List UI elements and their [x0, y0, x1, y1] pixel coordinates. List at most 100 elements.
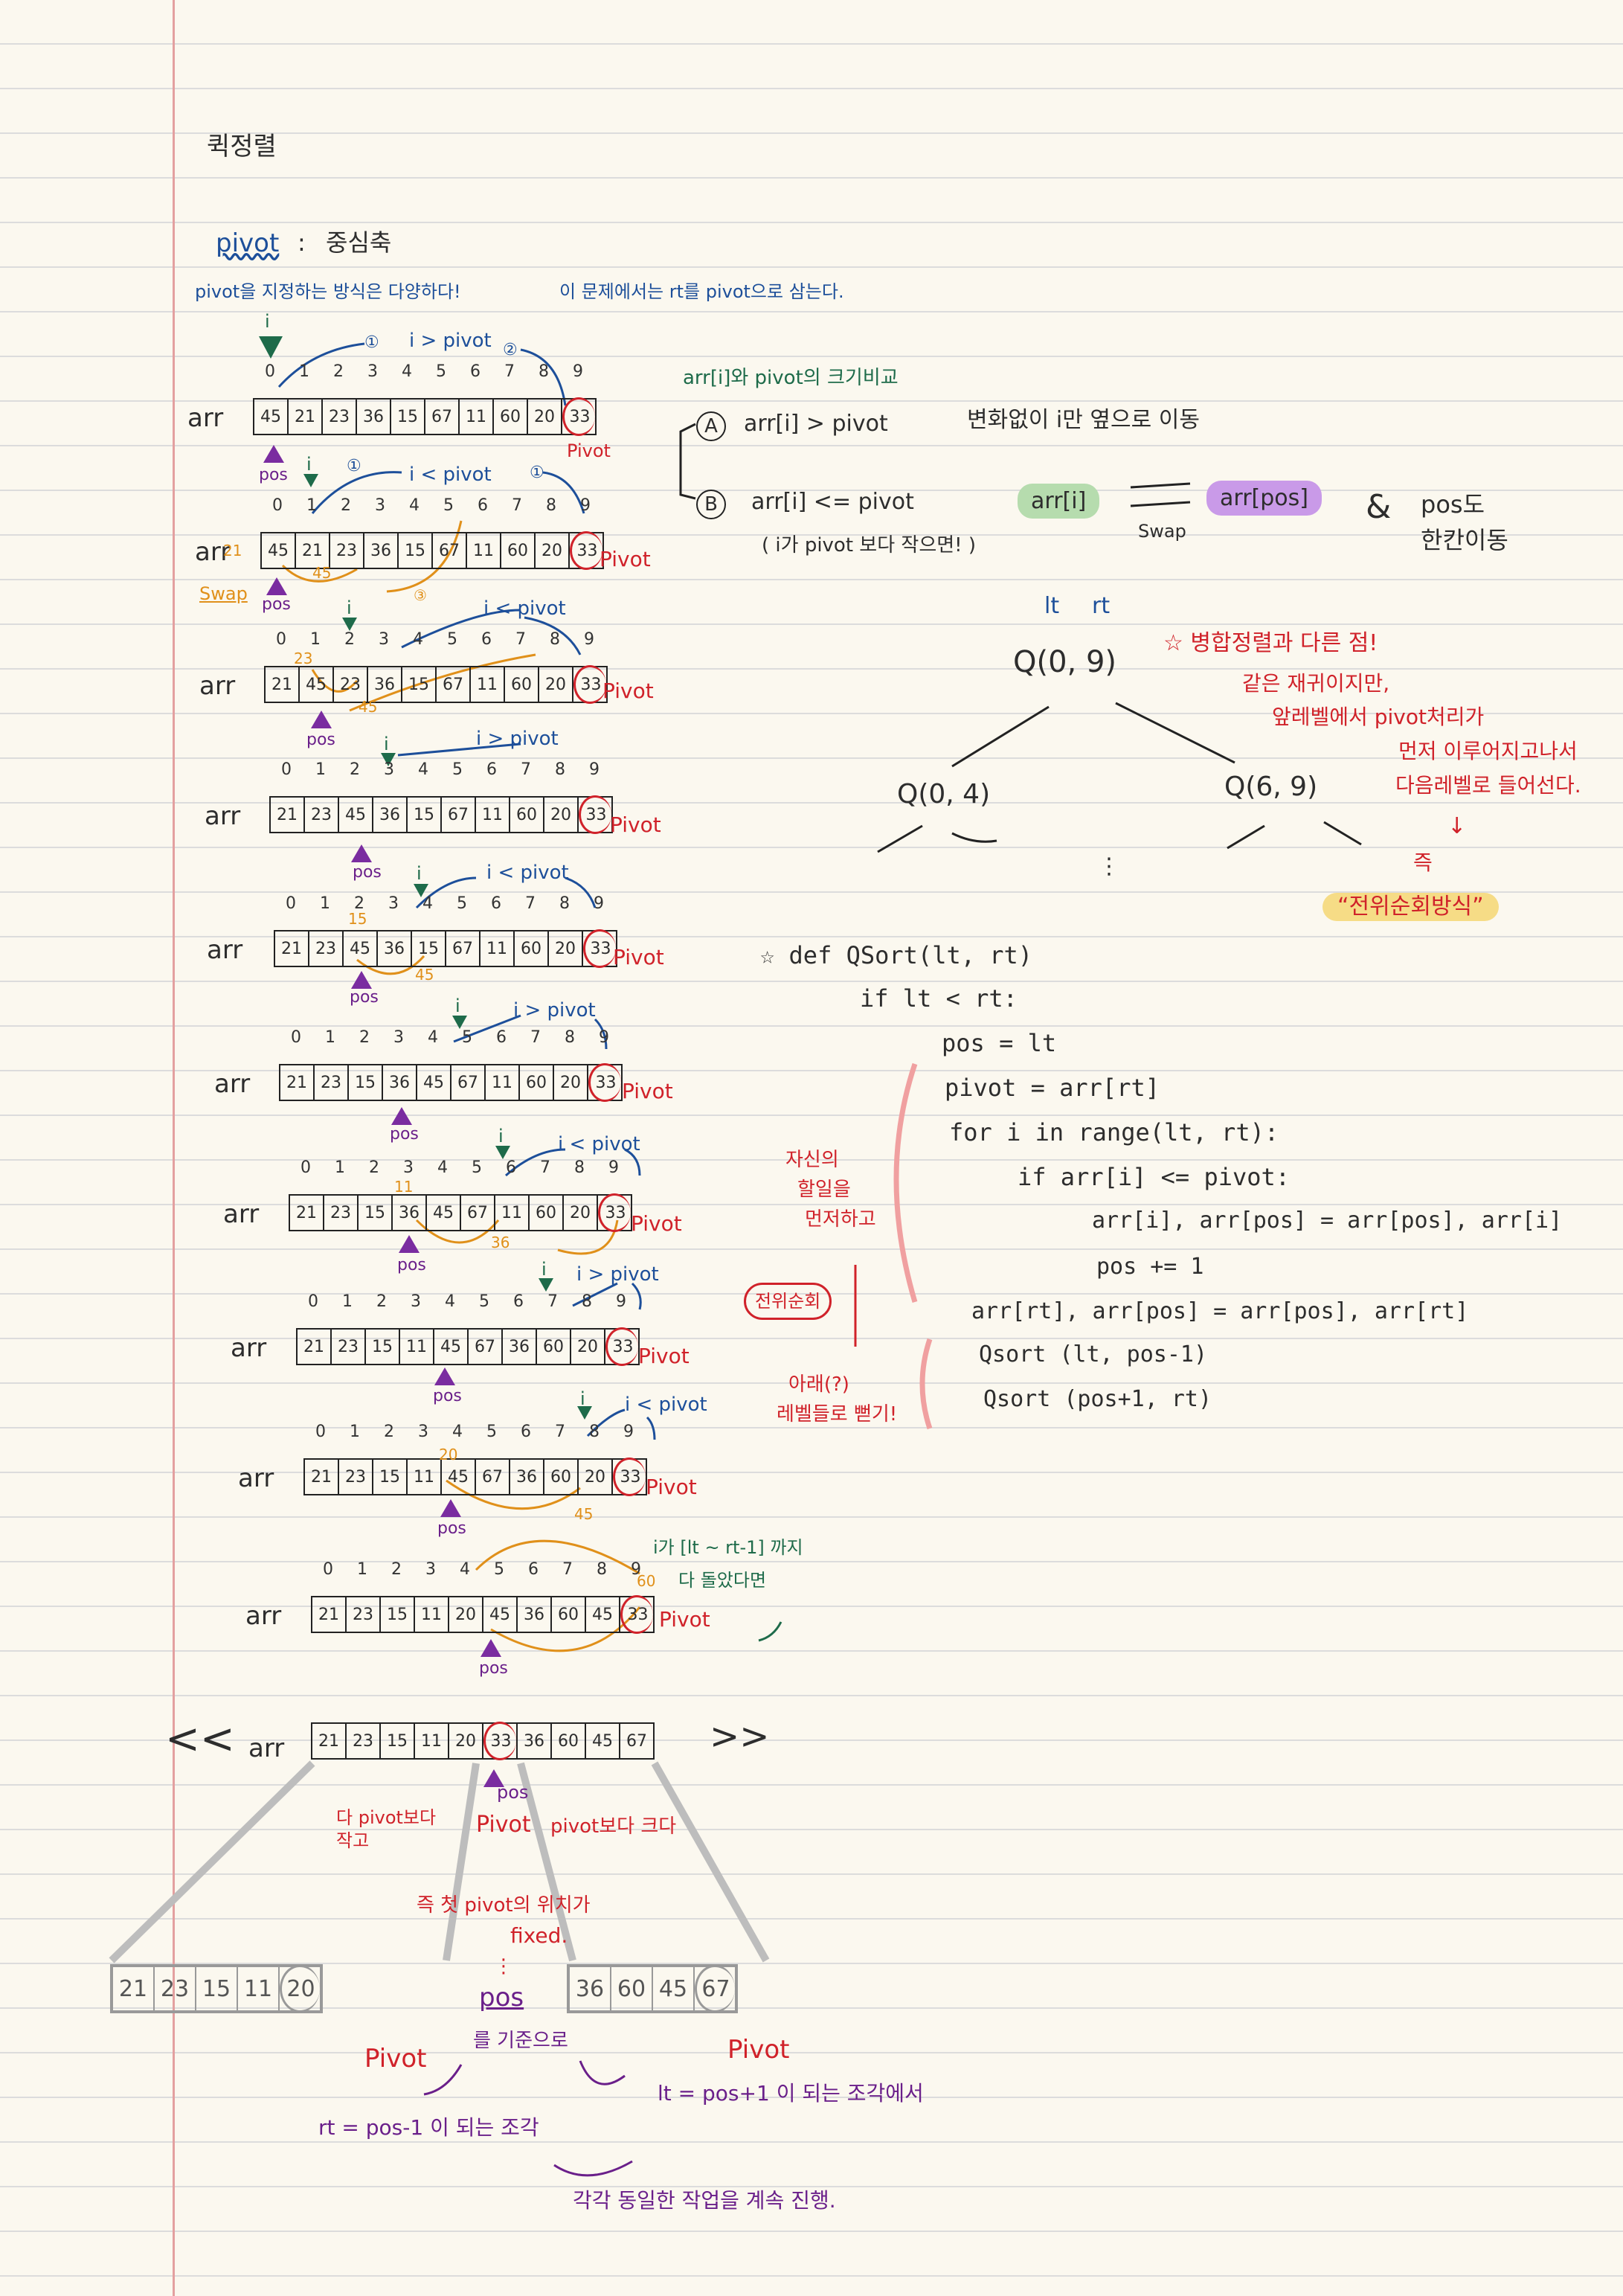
- smaller-note: 다 pivot보다 작고: [336, 1807, 437, 1852]
- step-3-marker: ③: [414, 586, 427, 604]
- final-note: 각각 동일한 작업을 계속 진행.: [573, 2188, 836, 2213]
- code-line: if lt < rt:: [860, 984, 1018, 1013]
- index-label: 8: [559, 894, 570, 913]
- code-line: if arr[i] <= pivot:: [1018, 1163, 1291, 1191]
- array-cell: 67: [425, 400, 460, 434]
- array-cell: 60: [611, 1967, 653, 2010]
- swap-number: 21: [223, 542, 242, 559]
- array-cell: 60: [537, 1330, 571, 1364]
- array-cell: 60: [520, 1065, 554, 1100]
- right-note: lt = pos+1 이 되는 조각에서: [658, 2081, 924, 2106]
- array-cell: 11: [400, 1330, 434, 1364]
- arr-label: arr: [238, 1463, 274, 1493]
- pivot-label: Pivot: [610, 812, 661, 837]
- index-label: 2: [354, 894, 364, 913]
- index-label: 2: [350, 760, 360, 779]
- array-cell: 67: [476, 1460, 510, 1494]
- side-note-3: 먼저하고: [805, 1208, 876, 1231]
- step-1-marker: ①: [347, 457, 361, 475]
- arr-label: arr: [214, 1069, 251, 1099]
- pivot-label: Pivot: [631, 1211, 682, 1236]
- array-cell: 20: [554, 1065, 588, 1100]
- index-label: 2: [391, 1560, 402, 1579]
- array-cell: 45: [262, 533, 296, 568]
- array-cell: 33: [579, 795, 611, 834]
- tree-note-5: 즉: [1413, 850, 1433, 875]
- pivot-meaning: 중심축: [326, 228, 392, 257]
- code-line: ☆ def QSort(lt, rt): [760, 941, 1033, 969]
- index-label: 9: [594, 894, 604, 913]
- index-label: 5: [472, 1158, 482, 1177]
- index-label: 7: [525, 894, 536, 913]
- array-cell: 23: [305, 798, 339, 832]
- arr-label: arr: [245, 1601, 282, 1631]
- index-label: 5: [457, 894, 467, 913]
- index-label: 3: [375, 496, 385, 515]
- array-cell: 21: [312, 1724, 347, 1758]
- page-title: 퀵정렬: [207, 132, 277, 161]
- index-label: 6: [481, 630, 492, 649]
- array-cell: 21: [266, 667, 300, 702]
- side-note-5: 레벨들로 뻗기!: [777, 1403, 898, 1426]
- i-pointer-icon: [259, 336, 283, 359]
- array-cell: 15: [349, 1065, 383, 1100]
- array-cell: 15: [408, 798, 442, 832]
- code-line: pos += 1: [1096, 1254, 1204, 1280]
- tree-arrow: ↓: [1447, 813, 1467, 839]
- array-cell: 21: [280, 1065, 315, 1100]
- index-label: 1: [335, 1158, 345, 1177]
- array-cell: 20: [539, 667, 573, 702]
- index-label: 8: [565, 1028, 575, 1047]
- index-label: 2: [384, 1423, 394, 1441]
- pos-pointer-icon: [483, 1769, 504, 1787]
- array-cell: 15: [402, 667, 437, 702]
- index-label: 1: [357, 1560, 367, 1579]
- array-cell: 11: [415, 1597, 449, 1632]
- swap-number: 36: [491, 1234, 510, 1251]
- index-label: 8: [550, 630, 560, 649]
- intro-line-1: pivot을 지정하는 방식은 다양하다!: [195, 281, 461, 302]
- arr-label: arr: [187, 403, 224, 433]
- tree-note-star: ☆ 병합정렬과 다른 점!: [1163, 630, 1378, 656]
- i-label: i: [306, 454, 312, 475]
- index-label: 0: [323, 1560, 333, 1579]
- index-label: 0: [286, 894, 296, 913]
- index-label: 6: [478, 496, 488, 515]
- index-label: 1: [350, 1423, 360, 1441]
- index-label: 0: [315, 1423, 326, 1441]
- index-label: 7: [521, 760, 531, 779]
- basis-note: 를 기준으로: [473, 2030, 568, 2052]
- index-label: 9: [584, 630, 594, 649]
- pivot-label: Pivot: [659, 1607, 710, 1632]
- array-cell: 60: [494, 400, 528, 434]
- lt-label: lt: [1044, 593, 1060, 619]
- i-label: i: [580, 1388, 585, 1409]
- pos-label: pos: [479, 1983, 524, 2013]
- swap-label: Swap: [199, 583, 248, 604]
- array-cell: 36: [368, 667, 402, 702]
- pos-pointer-icon: [399, 1235, 420, 1253]
- index-label: 3: [403, 1158, 414, 1177]
- case-b-mark: B: [696, 490, 726, 519]
- index-label: 2: [376, 1292, 387, 1311]
- array-cell: 23: [309, 931, 344, 966]
- array-cell: 11: [238, 1967, 280, 2010]
- code-line: arr[i], arr[pos] = arr[pos], arr[i]: [1092, 1208, 1563, 1234]
- pivot-circle: 33: [570, 531, 602, 570]
- array-cell: 45: [434, 1330, 469, 1364]
- array-cell: 23: [347, 1724, 381, 1758]
- swap-number: 20: [439, 1446, 458, 1463]
- pos-pointer-icon: [266, 577, 287, 595]
- array-cell: 11: [495, 1196, 530, 1230]
- array-cell: 33: [588, 1063, 621, 1102]
- index-label: 1: [299, 362, 309, 381]
- i-pointer-icon: [381, 753, 396, 766]
- arr-label: arr: [231, 1333, 267, 1363]
